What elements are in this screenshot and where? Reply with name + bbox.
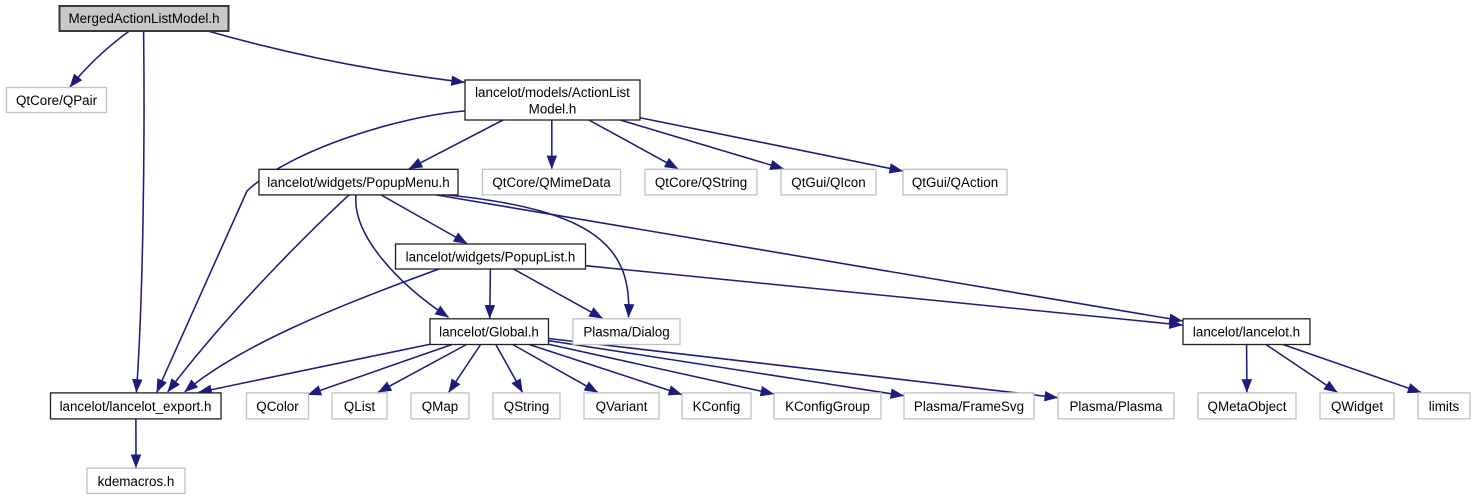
svg-text:QVariant: QVariant [596, 399, 648, 414]
svg-text:Plasma/FrameSvg: Plasma/FrameSvg [914, 399, 1024, 414]
svg-text:lancelot/models/ActionList: lancelot/models/ActionList [475, 85, 630, 100]
svg-text:QtCore/QPair: QtCore/QPair [16, 93, 98, 108]
svg-text:lancelot/lancelot_export.h: lancelot/lancelot_export.h [60, 399, 212, 414]
svg-text:QList: QList [344, 399, 376, 414]
svg-text:QtGui/QAction: QtGui/QAction [912, 175, 998, 190]
svg-text:KConfig: KConfig [693, 399, 741, 414]
svg-text:lancelot/Global.h: lancelot/Global.h [439, 325, 539, 340]
svg-text:QString: QString [504, 399, 549, 414]
svg-text:Model.h: Model.h [529, 102, 577, 117]
svg-text:lancelot/widgets/PopupList.h: lancelot/widgets/PopupList.h [406, 250, 576, 265]
svg-text:limits: limits [1429, 399, 1460, 414]
svg-text:QtCore/QMimeData: QtCore/QMimeData [492, 175, 611, 190]
svg-text:QMap: QMap [422, 399, 458, 414]
svg-text:QWidget: QWidget [1331, 399, 1383, 414]
svg-text:KConfigGroup: KConfigGroup [785, 399, 870, 414]
svg-text:Plasma/Plasma: Plasma/Plasma [1069, 399, 1163, 414]
svg-text:QtCore/QString: QtCore/QString [655, 175, 747, 190]
svg-text:QMetaObject: QMetaObject [1208, 399, 1287, 414]
svg-text:QColor: QColor [256, 399, 299, 414]
svg-text:lancelot/widgets/PopupMenu.h: lancelot/widgets/PopupMenu.h [267, 175, 449, 190]
svg-text:QtGui/QIcon: QtGui/QIcon [791, 175, 865, 190]
svg-text:MergedActionListModel.h: MergedActionListModel.h [68, 11, 219, 26]
svg-text:lancelot/lancelot.h: lancelot/lancelot.h [1193, 325, 1300, 340]
svg-text:Plasma/Dialog: Plasma/Dialog [583, 325, 669, 340]
svg-text:kdemacros.h: kdemacros.h [98, 474, 175, 489]
